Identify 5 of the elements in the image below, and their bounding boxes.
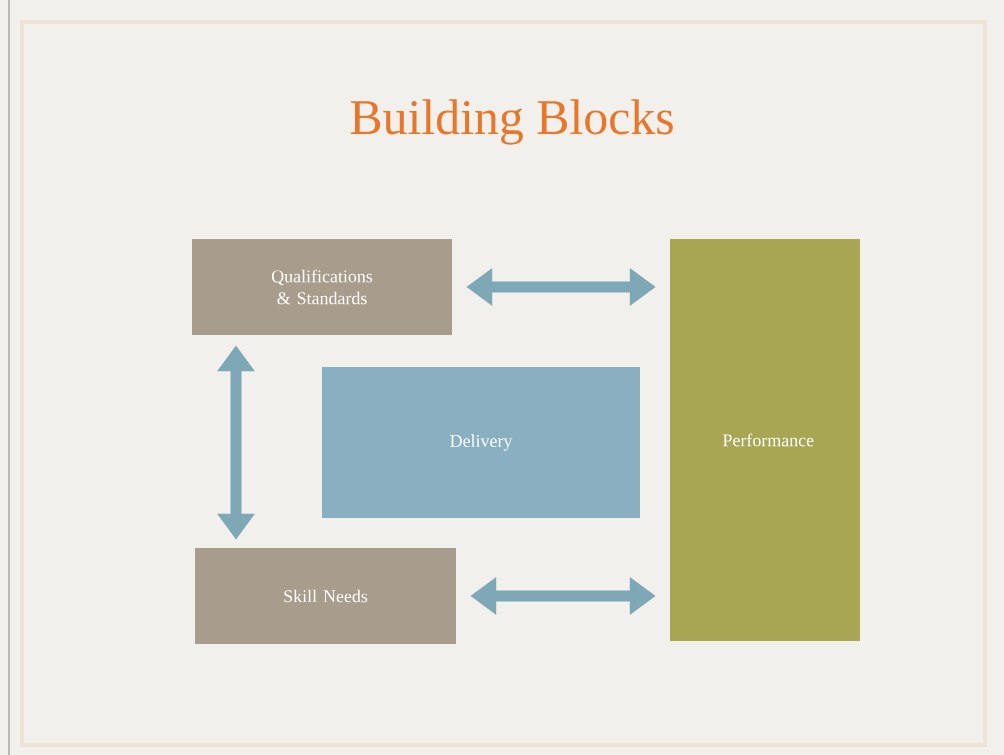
block: Delivery xyxy=(322,367,640,518)
title: Building Blocks xyxy=(350,99,673,145)
block: Qualifications & Standards xyxy=(192,239,452,335)
block: Skill Needs xyxy=(195,548,456,644)
block: Performance xyxy=(670,239,860,641)
